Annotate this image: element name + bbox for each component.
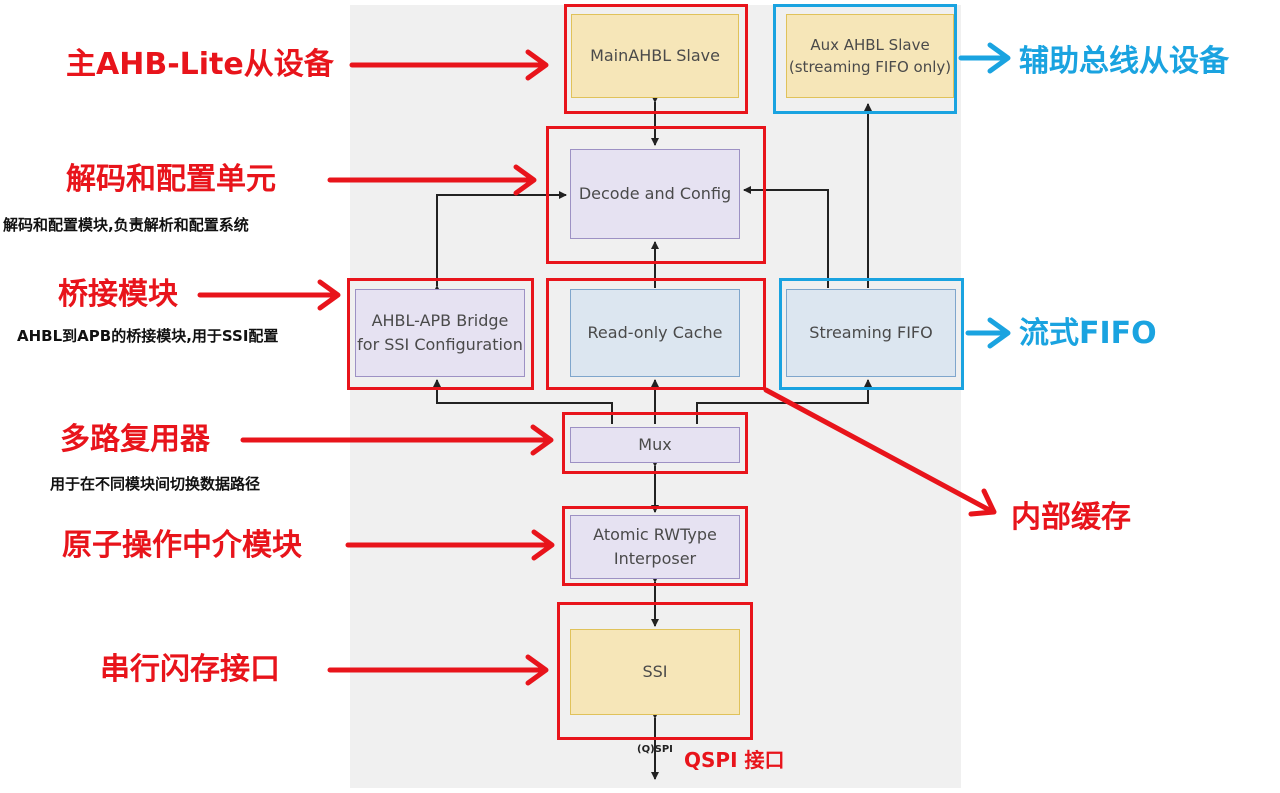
main-ahbl-slave-block: MainAHBL Slave (571, 14, 739, 98)
atomic-rwtype-interposer-block: Atomic RWType Interposer (570, 515, 740, 579)
atomic-annotation: 原子操作中介模块 (62, 528, 302, 563)
aux-ahbl-slave-block: Aux AHBL Slave (streaming FIFO only) (786, 14, 954, 98)
bridge-description: AHBL到APB的桥接模块,用于SSI配置 (17, 327, 279, 345)
decode-config-block: Decode and Config (570, 149, 740, 239)
decode-highlight (546, 126, 766, 264)
mux-block: Mux (570, 427, 740, 463)
cache-annotation: 内部缓存 (1011, 500, 1131, 535)
streaming-fifo-block: Streaming FIFO (786, 289, 956, 377)
ssi-block: SSI (570, 629, 740, 715)
bridge-decode-link (433, 191, 567, 293)
qspi-annotation: QSPI 接口 (684, 748, 785, 772)
fifo-decode-link (743, 186, 829, 288)
decode-annotation: 解码和配置单元 (66, 162, 276, 197)
ahbl-apb-bridge-block: AHBL-APB Bridge for SSI Configuration (355, 289, 525, 377)
ssi-highlight (557, 602, 753, 740)
ssi-annotation: 串行闪存接口 (100, 652, 280, 687)
mux-annotation: 多路复用器 (60, 422, 210, 457)
cache-arrow (763, 387, 996, 515)
mux-highlight (562, 412, 748, 474)
fifo-annotation: 流式FIFO (1019, 316, 1157, 351)
aux-slave-highlight (773, 4, 957, 114)
decode-description: 解码和配置模块,负责解析和配置系统 (3, 216, 249, 234)
read-only-cache-block: Read-only Cache (570, 289, 740, 377)
main-slave-highlight (564, 4, 748, 114)
bridge-annotation: 桥接模块 (58, 277, 178, 312)
cache-highlight (546, 278, 766, 390)
aux-slave-annotation: 辅助总线从设备 (1019, 44, 1229, 79)
bridge-highlight (347, 278, 534, 390)
qspi-pin-label: (Q)SPI (637, 744, 673, 755)
fifo-highlight (779, 278, 964, 390)
atomic-highlight (562, 506, 748, 586)
mux-description: 用于在不同模块间切换数据路径 (50, 475, 261, 493)
main-slave-annotation: 主AHB-Lite从设备 (66, 47, 334, 82)
